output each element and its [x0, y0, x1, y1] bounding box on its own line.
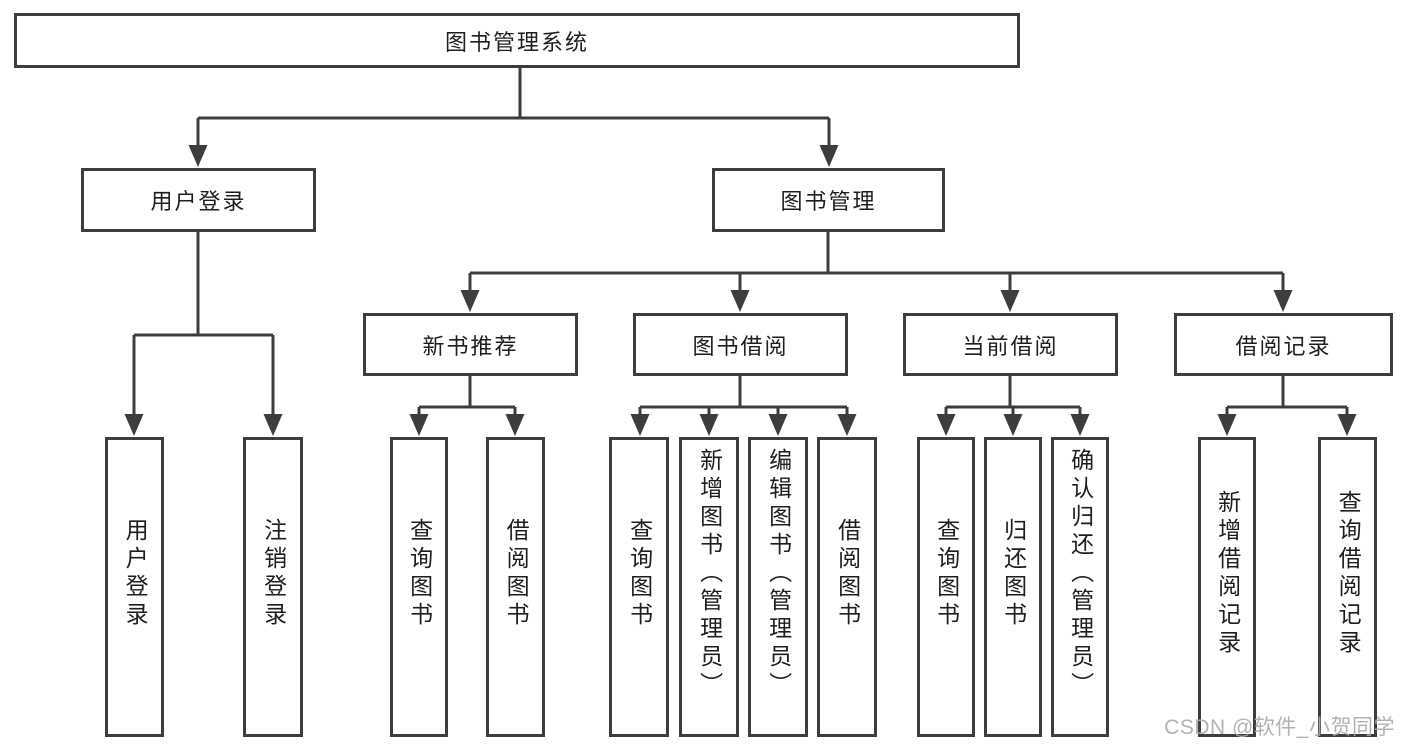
connector-root-to-level2: [196, 68, 831, 147]
leaf-newbook-borrow-books: 借阅图书: [486, 437, 545, 737]
arrow-down-icon: [1217, 414, 1237, 436]
leaf-borrow-query-books: 查询图书: [609, 437, 669, 737]
arrow-down-icon: [768, 414, 788, 436]
leaf-newbook-query-books: 查询图书: [390, 437, 448, 737]
leaf-borrow-borrow-books-label: 借阅图书: [834, 518, 861, 630]
leaf-logout-label: 注销登录: [260, 518, 287, 630]
arrowheads: [124, 145, 1357, 436]
arrow-down-icon: [460, 290, 480, 312]
arrow-down-icon: [837, 414, 857, 436]
arrow-down-icon: [936, 414, 956, 436]
arrow-down-icon: [188, 145, 208, 167]
leaf-records-query-record-label: 查询借阅记录: [1335, 490, 1362, 658]
connector-book-management-to-level3: [468, 232, 1285, 292]
arrow-down-icon: [730, 290, 750, 312]
node-borrow-records: 借阅记录: [1174, 313, 1393, 376]
node-user-login: 用户登录: [81, 168, 316, 232]
leaf-user-login-label: 用户登录: [122, 518, 149, 630]
leaf-logout: 注销登录: [243, 437, 303, 737]
connector-borrow-records-to-leaves: [1225, 376, 1349, 418]
arrow-down-icon: [1337, 414, 1357, 436]
leaf-borrow-edit-books-label: 编辑图书（管理员）: [765, 448, 792, 700]
leaf-borrow-add-books-label: 新增图书（管理员）: [696, 448, 723, 700]
leaf-borrow-query-books-label: 查询图书: [626, 518, 653, 630]
node-root: 图书管理系统: [14, 13, 1020, 68]
leaf-user-login: 用户登录: [105, 437, 164, 737]
arrow-down-icon: [1003, 414, 1023, 436]
leaf-records-add-record-label: 新增借阅记录: [1214, 490, 1241, 658]
connector-user-login-to-leaves: [132, 232, 275, 416]
connector-new-book-to-leaves: [417, 376, 517, 418]
leaf-current-return-books-label: 归还图书: [1000, 518, 1027, 630]
arrow-down-icon: [1070, 414, 1090, 436]
leaf-current-return-books: 归还图书: [984, 437, 1042, 737]
arrow-down-icon: [630, 414, 650, 436]
leaf-current-confirm-return-label: 确认归还（管理员）: [1067, 448, 1094, 700]
leaf-current-confirm-return: 确认归还（管理员）: [1051, 437, 1109, 737]
leaf-current-query-books: 查询图书: [917, 437, 975, 737]
arrow-down-icon: [124, 414, 144, 436]
node-book-borrow: 图书借阅: [633, 313, 848, 376]
connector-book-borrow-to-leaves: [638, 376, 849, 418]
arrow-down-icon: [263, 414, 283, 436]
csdn-watermark: CSDN @软件_小贺同学: [1164, 716, 1395, 739]
node-new-book-recommend: 新书推荐: [363, 313, 578, 376]
leaf-current-query-books-label: 查询图书: [933, 518, 960, 630]
arrow-down-icon: [505, 414, 525, 436]
arrow-down-icon: [699, 414, 719, 436]
arrow-down-icon: [1273, 290, 1293, 312]
leaf-borrow-add-books: 新增图书（管理员）: [679, 437, 739, 737]
leaf-newbook-borrow-books-label: 借阅图书: [503, 518, 530, 630]
leaf-newbook-query-books-label: 查询图书: [406, 518, 433, 630]
arrow-down-icon: [819, 145, 839, 167]
arrow-down-icon: [409, 414, 429, 436]
leaf-borrow-borrow-books: 借阅图书: [817, 437, 877, 737]
connector-current-borrow-to-leaves: [944, 376, 1082, 418]
leaf-borrow-edit-books: 编辑图书（管理员）: [748, 437, 808, 737]
leaf-records-query-record: 查询借阅记录: [1318, 437, 1377, 737]
leaf-records-add-record: 新增借阅记录: [1198, 437, 1256, 737]
node-book-management: 图书管理: [712, 168, 945, 232]
node-current-borrow: 当前借阅: [903, 313, 1118, 376]
arrow-down-icon: [1000, 290, 1020, 312]
